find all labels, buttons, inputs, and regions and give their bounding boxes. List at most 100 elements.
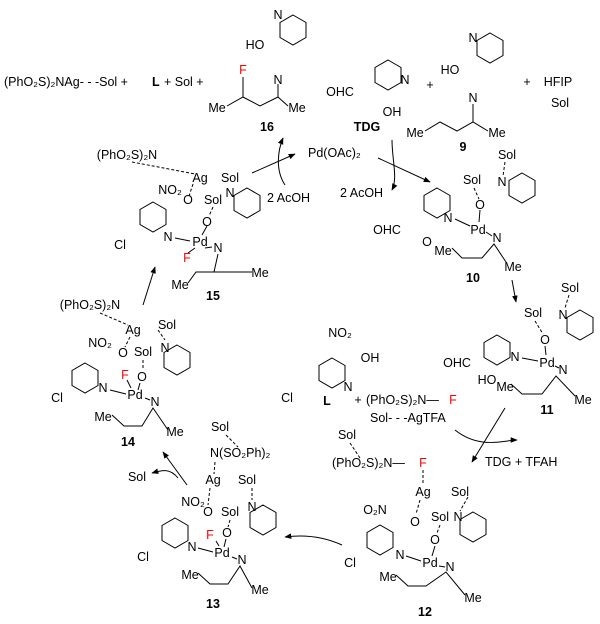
palladium-atom: Pd <box>470 222 486 237</box>
pyridine-ring <box>459 511 487 543</box>
arrow-15-to-16 <box>251 153 296 174</box>
atom-label: NO₂ <box>328 325 352 340</box>
atom-label: O <box>422 234 432 249</box>
pyridine-ring <box>249 504 277 536</box>
atom-label: Me <box>464 590 482 605</box>
compound-number-14: 14 <box>121 434 135 449</box>
pyridine-ring <box>366 524 394 556</box>
atom-label: N <box>558 307 568 322</box>
atom-label: Me <box>504 259 522 274</box>
atom-label: N <box>98 380 108 395</box>
arrow-sol-release <box>151 468 179 479</box>
pyridine-ring <box>508 172 536 204</box>
plus-sign: + <box>354 392 362 407</box>
atom-label: Cl <box>281 390 293 405</box>
atom-label: Sol <box>220 170 240 185</box>
pyridine-ring <box>139 201 167 233</box>
compound-number-12: 12 <box>418 604 432 619</box>
arrow-13-to-14 <box>162 451 188 486</box>
fluorine-atom: F <box>449 392 457 407</box>
arrow-tdg-in <box>391 139 398 191</box>
arrow-10-to-11 <box>511 279 518 303</box>
atom-label: Ag <box>192 170 208 185</box>
palladium-atom: Pd <box>422 555 438 570</box>
pyridine-ring <box>161 517 189 549</box>
atom-label: Me <box>171 277 189 292</box>
sol-label: Sol <box>550 95 570 110</box>
arrow-acoh-release-left <box>277 137 286 186</box>
atom-label: Sol <box>220 504 240 519</box>
atom-label: Cl <box>114 237 126 252</box>
palladium-atom: Pd <box>127 387 143 402</box>
atom-label: Cl <box>344 555 356 570</box>
atom-label: O <box>222 525 232 540</box>
atom-label: Sol <box>337 427 357 442</box>
compound-number-13: 13 <box>206 596 220 611</box>
sol-released-label: Sol <box>127 469 147 484</box>
atom-label: Me <box>94 409 112 424</box>
compound-label-tdg: TDG <box>353 119 381 134</box>
atom-label: N <box>492 230 502 245</box>
atom-label: Sol <box>210 419 230 434</box>
pyridine-ring <box>483 334 511 366</box>
atom-label: Me <box>574 392 592 407</box>
atom-label: N <box>395 547 405 562</box>
atom-label: NO₂ <box>88 335 112 350</box>
ligand-label-L: L <box>323 393 331 408</box>
atom-label: Me <box>208 100 226 115</box>
atom-label: Me <box>379 569 397 584</box>
acoh-left-label: 2 AcOH <box>267 190 311 205</box>
atom-label: N <box>273 7 283 22</box>
atom-label: O <box>475 197 485 212</box>
atom-label: Cl <box>137 549 149 564</box>
atom-label: (PhO₂S)₂N— <box>332 455 405 470</box>
atom-label: N <box>247 499 257 514</box>
atom-label: Sol <box>430 509 450 524</box>
atom-label: Sol <box>450 484 470 499</box>
atom-label: N <box>225 185 235 200</box>
atom-label: O <box>183 192 193 207</box>
atom-label: Sol <box>523 305 543 320</box>
atom-label: Me <box>181 567 199 582</box>
pyridine-ring <box>566 309 594 341</box>
atom-label: Me <box>496 379 514 394</box>
palladium-atom: Pd <box>539 355 555 370</box>
atom-label: HO <box>245 37 265 52</box>
acoh-right-label: 2 AcOH <box>340 185 384 200</box>
atom-label: HO <box>477 372 497 387</box>
compound-number-9: 9 <box>459 139 467 154</box>
atom-label: N <box>160 340 170 355</box>
atom-label: (PhO₂S)₂N <box>59 297 121 312</box>
fluorine-atom: F <box>121 367 129 382</box>
atom-label: N <box>213 240 223 255</box>
atom-label: N <box>453 509 463 524</box>
fluorine-atom: F <box>419 455 427 470</box>
atom-label: N <box>445 559 455 574</box>
pyridine-ring <box>233 187 261 219</box>
pyridine-ring <box>423 187 451 219</box>
nfsi-label: (PhO₂S)₂N— <box>366 392 439 407</box>
atom-label: N <box>468 30 478 45</box>
atom-label: HO <box>440 62 460 77</box>
atom-label: N <box>150 394 160 409</box>
agtfa-label: Sol- - -AgTFA <box>370 410 446 425</box>
atom-label: N <box>187 539 197 554</box>
atom-label: Ag <box>125 322 141 337</box>
pyridine-ring <box>374 59 402 91</box>
plus-sign: + <box>523 74 531 89</box>
arrow-14-to-15 <box>142 266 156 306</box>
atom-label: N <box>497 174 507 189</box>
atom-label: OHC <box>373 222 401 237</box>
atom-label: Me <box>488 125 506 140</box>
atom-label: N <box>510 349 520 364</box>
atom-label: N <box>273 72 283 87</box>
atom-label: O <box>137 369 147 384</box>
atom-label: N <box>558 362 568 377</box>
atom-label: Me <box>166 424 184 439</box>
atom-label: O <box>202 214 212 229</box>
palladium-atom: Pd <box>214 545 230 560</box>
pyridine-ring <box>476 32 504 64</box>
fluorine-atom: F <box>239 62 247 77</box>
atom-label: N(SO₂Ph)₂ <box>210 445 271 460</box>
